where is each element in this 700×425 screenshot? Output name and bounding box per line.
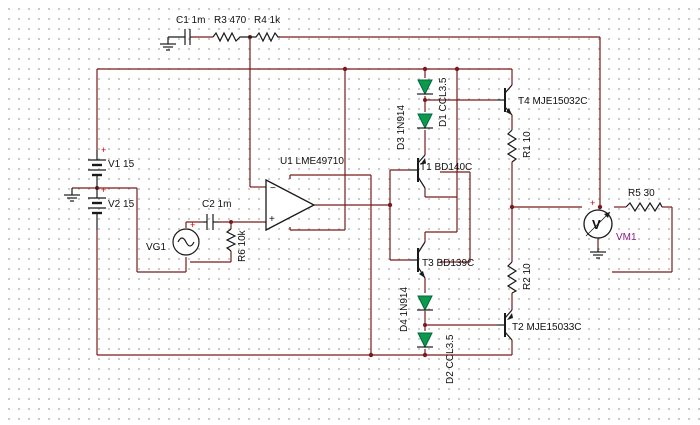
opamp-minus-mark: − [270,183,276,194]
d3-label: D3 1N914 [396,105,407,150]
v1-plus-mark: + [101,145,106,155]
capacitor-c2[interactable] [203,214,219,230]
capacitor-c1[interactable] [168,29,191,45]
resistor-r5[interactable] [625,201,663,213]
r5-label: R5 30 [628,188,655,199]
t4-label: T4 MJE15032C [518,96,587,107]
transistor-t4[interactable] [497,84,513,116]
wires [72,36,673,356]
signal-generator-vg1[interactable] [172,228,200,256]
transistor-t1[interactable] [410,154,426,189]
opamp-plus-mark: + [269,214,275,225]
u1-label: U1 LME49710 [280,156,344,167]
diode-d1[interactable] [417,79,433,96]
t3-label: T3 BD139C [422,258,474,269]
junctions [95,35,603,358]
diode-d3[interactable] [417,113,433,130]
v2-label: V2 15 [108,199,135,210]
c2-label: C2 1m [202,199,231,210]
r2-label: R2 10 [522,263,533,290]
voltmeter-symbol: V [592,217,601,232]
transistor-t3[interactable] [410,241,426,279]
ground-symbol-battery [64,188,80,202]
resistor-r2[interactable] [506,261,518,294]
c1-label: C1 1m [176,15,205,26]
vg1-plus-mark: + [190,220,195,230]
v2-plus-mark: + [101,185,106,195]
diode-d2[interactable] [417,332,433,349]
r6-label: R6 10k [237,229,248,262]
d2-label: D2 CCL3.5 [445,334,456,384]
t2-label: T2 MJE15033C [512,322,581,333]
r4-label: R4 1k [254,15,281,26]
ground-symbol-c1 [160,37,176,51]
opamp-u1[interactable] [265,178,316,232]
v1-label: V1 15 [108,159,135,170]
resistor-r6[interactable] [225,228,237,252]
voltmeter-vm1[interactable] [583,209,613,239]
r1-label: R1 10 [522,131,533,158]
battery-v2[interactable] [88,188,106,230]
r3-label: R3 470 [214,15,247,26]
vm1-plus-mark: + [590,198,595,208]
vm1-label: VM1 [616,232,637,243]
resistor-r1[interactable] [506,129,518,163]
vg1-label: VG1 [146,242,166,253]
diode-d4[interactable] [417,295,433,312]
d4-label: D4 1N914 [399,287,410,332]
resistor-r4[interactable] [250,31,280,43]
ground-symbol-meter [590,248,606,259]
resistor-r3[interactable] [212,31,250,43]
t1-label: T1 BD140C [420,162,472,173]
battery-v1[interactable] [88,150,106,188]
transistor-t2[interactable] [497,309,513,341]
d1-label: D1 CCL3.5 [438,77,449,127]
